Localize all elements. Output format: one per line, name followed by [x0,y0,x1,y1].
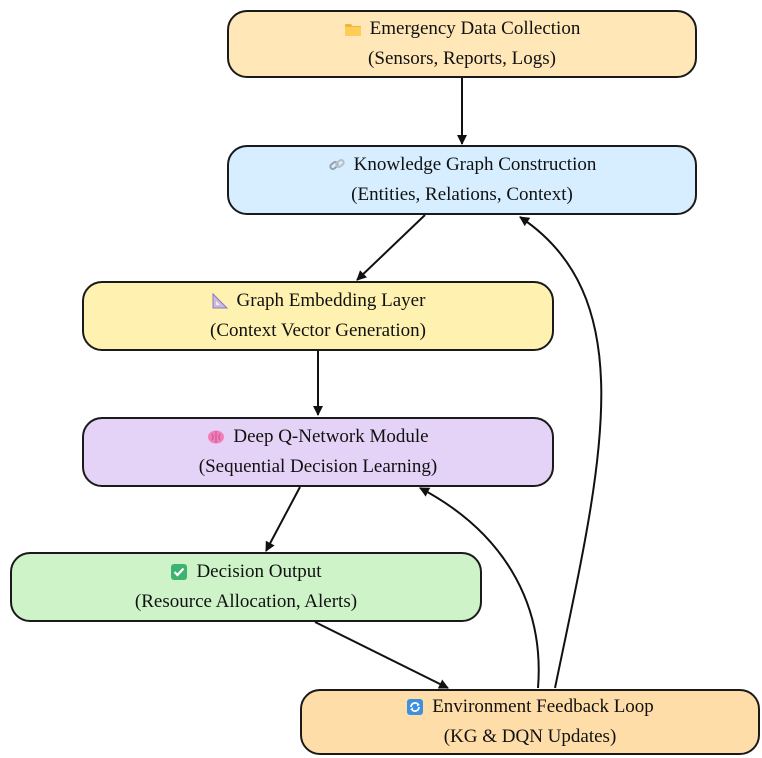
node-subtitle: (Sensors, Reports, Logs) [368,48,556,69]
node-subtitle: (Context Vector Generation) [210,320,426,341]
node-title: Emergency Data Collection [369,18,581,39]
node-subtitle: (Sequential Decision Learning) [198,456,438,477]
node-emergency-data-collection: Emergency Data Collection (Sensors, Repo… [227,10,697,78]
edge-kg-to-embedding [356,214,426,281]
edge-feedback-to-kg [519,216,603,689]
node-title: Graph Embedding Layer [236,290,426,311]
check-box-icon [170,563,188,581]
node-title: Deep Q-Network Module [233,426,429,447]
edge-decision-to-feedback [314,621,449,689]
node-environment-feedback-loop: Environment Feedback Loop (KG & DQN Upda… [300,689,760,755]
node-decision-output: Decision Output (Resource Allocation, Al… [10,552,482,622]
node-subtitle: (Resource Allocation, Alerts) [134,591,358,612]
folder-icon [344,20,362,38]
link-icon [328,156,346,174]
refresh-icon [406,698,424,716]
node-graph-embedding-layer: Graph Embedding Layer (Context Vector Ge… [82,281,554,351]
edge-dqn-to-decision [265,486,301,552]
triangle-ruler-icon [211,292,229,310]
node-title: Knowledge Graph Construction [353,154,597,175]
node-knowledge-graph-construction: Knowledge Graph Construction (Entities, … [227,145,697,215]
edge-feedback-to-dqn [419,487,540,689]
node-subtitle: (KG & DQN Updates) [443,726,617,747]
node-subtitle: (Entities, Relations, Context) [351,184,573,205]
brain-icon [207,428,225,446]
node-title: Decision Output [196,561,322,582]
node-title: Environment Feedback Loop [432,696,654,717]
node-deep-q-network-module: Deep Q-Network Module (Sequential Decisi… [82,417,554,487]
